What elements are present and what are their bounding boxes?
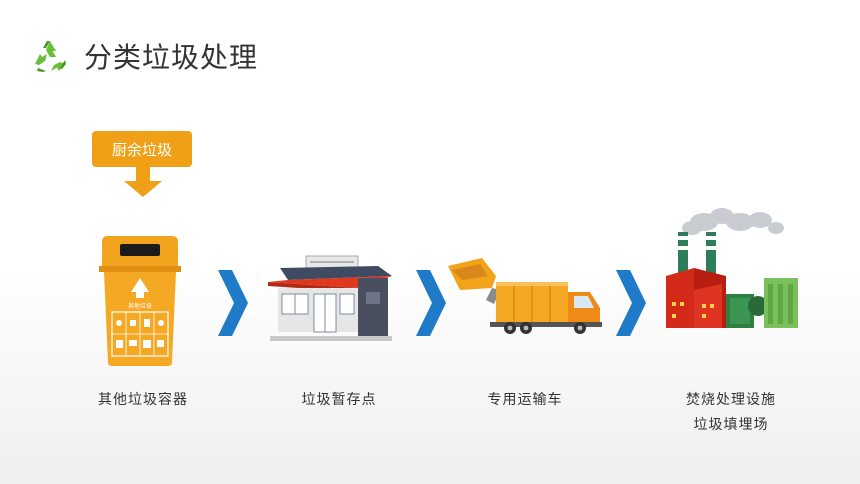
incineration-facility-illustration <box>666 208 798 328</box>
recycle-icon <box>35 41 66 72</box>
storage-point-illustration <box>268 255 392 341</box>
header: 分类垃圾处理 <box>32 34 258 78</box>
flow-arrow-icon <box>416 270 446 336</box>
transport-truck-illustration <box>448 258 602 334</box>
step-label-storage: 垃圾暂存点 <box>301 392 377 408</box>
flow-arrow-icon <box>616 270 646 336</box>
page-title: 分类垃圾处理 <box>84 41 259 74</box>
step-label-truck: 专用运输车 <box>487 392 563 408</box>
flow-arrow-icon <box>218 270 248 336</box>
step-label-container: 其他垃圾容器 <box>98 392 188 408</box>
step-label-incineration: 焚烧处理设施 <box>686 392 776 408</box>
bin-text: 其他垃圾 <box>128 302 152 310</box>
step-label-landfill: 垃圾填埋场 <box>693 417 769 433</box>
down-arrow-icon <box>124 167 162 197</box>
trash-bin-illustration: 其他垃圾 <box>99 236 181 366</box>
source-tag: 厨余垃圾 <box>92 131 192 167</box>
